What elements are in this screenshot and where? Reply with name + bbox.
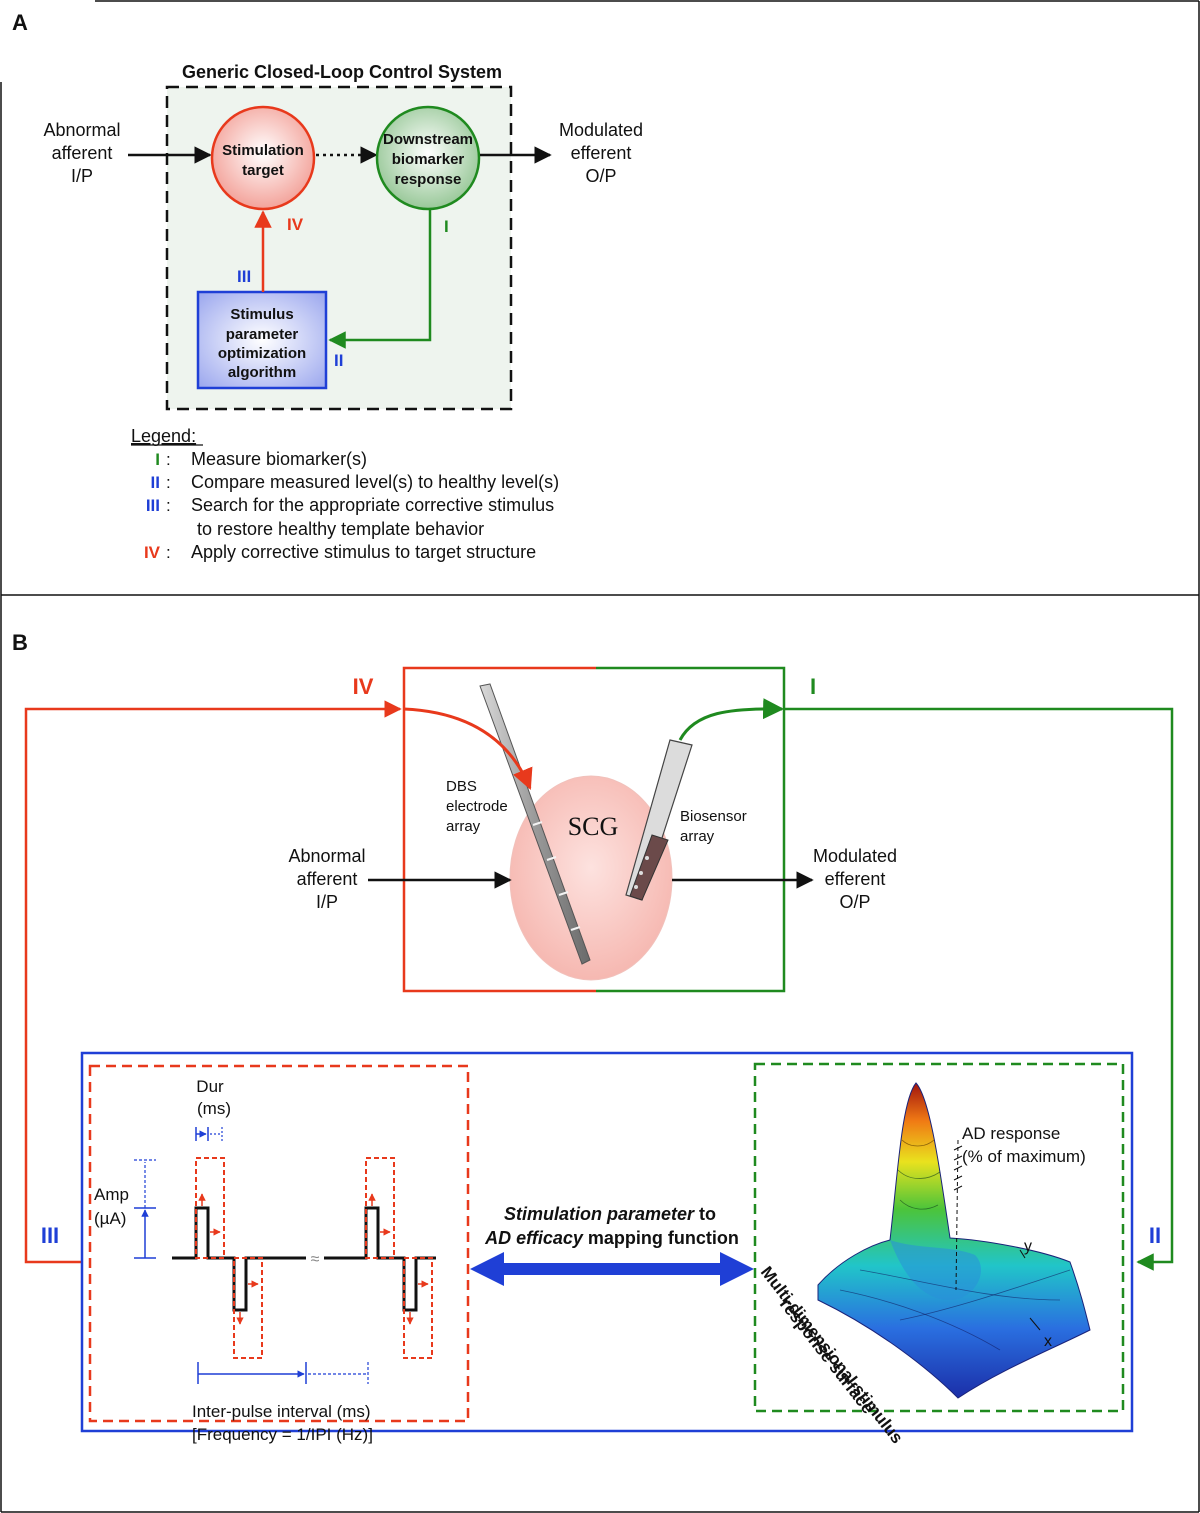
optimization-algorithm-node xyxy=(196,290,328,390)
b-box-green-half xyxy=(596,666,786,993)
legend-text-3: Search for the appropriate corrective st… xyxy=(191,495,554,515)
algo-line1: Stimulus xyxy=(230,306,293,323)
legend-text-4: Apply corrective stimulus to target stru… xyxy=(191,542,536,562)
mapping-line1-rest: to xyxy=(694,1204,716,1224)
algo-line3: optimization xyxy=(218,345,306,362)
b-input-line1: Abnormal xyxy=(288,846,365,866)
b-step-ii: II xyxy=(1149,1223,1161,1248)
b-step-iv: IV xyxy=(353,674,374,699)
a-input-line2: afferent xyxy=(52,143,113,163)
ipi-label-line2: [Frequency = 1/IPI (Hz)] xyxy=(192,1425,373,1444)
b-sense-curve xyxy=(678,698,785,741)
biomarker-response-node xyxy=(375,105,481,211)
legend-title: Legend: xyxy=(131,426,196,446)
a-feedback-green xyxy=(328,209,432,349)
bio-node-line3: response xyxy=(395,171,462,188)
b-step-i: I xyxy=(810,674,816,699)
a-step-ii: II xyxy=(334,351,343,370)
bio-node-line1: Downstream xyxy=(383,131,473,148)
biphasic-waveform: ≈ xyxy=(172,1157,436,1359)
a-step-iv: IV xyxy=(287,215,304,234)
biosensor-array xyxy=(625,739,693,901)
axis-break: ≈ xyxy=(311,1251,320,1268)
mapping-double-arrow xyxy=(470,1252,754,1286)
mapping-line2: AD efficacy mapping function xyxy=(484,1228,739,1248)
legend-sep-1: : xyxy=(166,450,171,469)
stim-node-line1: Stimulation xyxy=(222,142,304,159)
amp-indicator xyxy=(134,1159,156,1259)
algo-line4: algorithm xyxy=(228,364,296,381)
a-output-line3: O/P xyxy=(585,166,616,186)
waveform-box xyxy=(88,1064,470,1423)
legend-key-4: IV xyxy=(144,543,161,562)
a-output-line1: Modulated xyxy=(559,120,643,140)
legend-key-1: I xyxy=(155,450,160,469)
legend-text-1: Measure biomarker(s) xyxy=(191,449,367,469)
legend-sep-2: : xyxy=(166,473,171,492)
legend-text-3b: to restore healthy template behavior xyxy=(197,519,484,539)
b-output-line3: O/P xyxy=(839,892,870,912)
b-algorithm-box xyxy=(80,1051,1134,1433)
legend-sep-4: : xyxy=(166,543,171,562)
z-axis-label-line2: (% of maximum) xyxy=(962,1147,1086,1166)
dur-label-line1: Dur xyxy=(196,1077,224,1096)
biosensor-label-line2: array xyxy=(680,828,715,845)
b-loop-green xyxy=(784,707,1174,1271)
legend-key-3: III xyxy=(146,496,160,515)
dbs-electrode xyxy=(479,683,591,965)
mapping-line2-italic: AD efficacy xyxy=(484,1228,584,1248)
b-box-red-half xyxy=(402,666,596,993)
stim-node-line2: target xyxy=(242,162,284,179)
b-input-line3: I/P xyxy=(316,892,338,912)
dur-label-line2: (ms) xyxy=(197,1099,231,1118)
mapping-line2-rest: mapping function xyxy=(583,1228,739,1248)
panel-a-title: Generic Closed-Loop Control System xyxy=(182,62,502,82)
a-step-iii: III xyxy=(237,267,251,286)
b-step-iii: III xyxy=(41,1223,59,1248)
panel-b-label: B xyxy=(12,630,28,655)
a-input-line1: Abnormal xyxy=(43,120,120,140)
bio-node-line2: biomarker xyxy=(392,151,465,168)
scg-label: SCG xyxy=(568,812,619,841)
ipi-label-line1: Inter-pulse interval (ms) xyxy=(192,1402,371,1421)
dbs-label-line3: array xyxy=(446,818,481,835)
dbs-label-line1: DBS xyxy=(446,778,477,795)
a-output-line2: efferent xyxy=(571,143,632,163)
stimulation-target-node xyxy=(210,105,316,211)
mapping-line1: Stimulation parameter to xyxy=(504,1204,716,1224)
biosensor-label-line1: Biosensor xyxy=(680,808,747,825)
dbs-label-line2: electrode xyxy=(446,798,508,815)
response-surface-plot xyxy=(817,1082,1091,1399)
dur-indicator xyxy=(195,1127,223,1141)
y-axis-label: y xyxy=(1024,1238,1032,1255)
legend-text-2: Compare measured level(s) to healthy lev… xyxy=(191,472,559,492)
a-input-line3: I/P xyxy=(71,166,93,186)
algo-line2: parameter xyxy=(226,326,299,343)
b-stim-curve xyxy=(403,707,533,790)
amp-label-line1: Amp xyxy=(94,1185,129,1204)
x-axis-label: x xyxy=(1044,1333,1052,1350)
amp-label-line2: (µA) xyxy=(94,1209,126,1228)
legend-key-2: II xyxy=(151,473,160,492)
mapping-line1-italic: Stimulation parameter xyxy=(504,1204,695,1224)
b-output-line1: Modulated xyxy=(813,846,897,866)
panel-a-label: A xyxy=(12,10,28,35)
ipi-indicator xyxy=(197,1362,369,1384)
surface-box xyxy=(753,1062,1125,1413)
b-input-line2: afferent xyxy=(297,869,358,889)
z-axis-label-line1: AD response xyxy=(962,1124,1060,1143)
b-output-line2: efferent xyxy=(825,869,886,889)
b-loop-red xyxy=(24,700,402,1264)
a-step-i: I xyxy=(444,217,449,236)
legend-sep-3: : xyxy=(166,496,171,515)
